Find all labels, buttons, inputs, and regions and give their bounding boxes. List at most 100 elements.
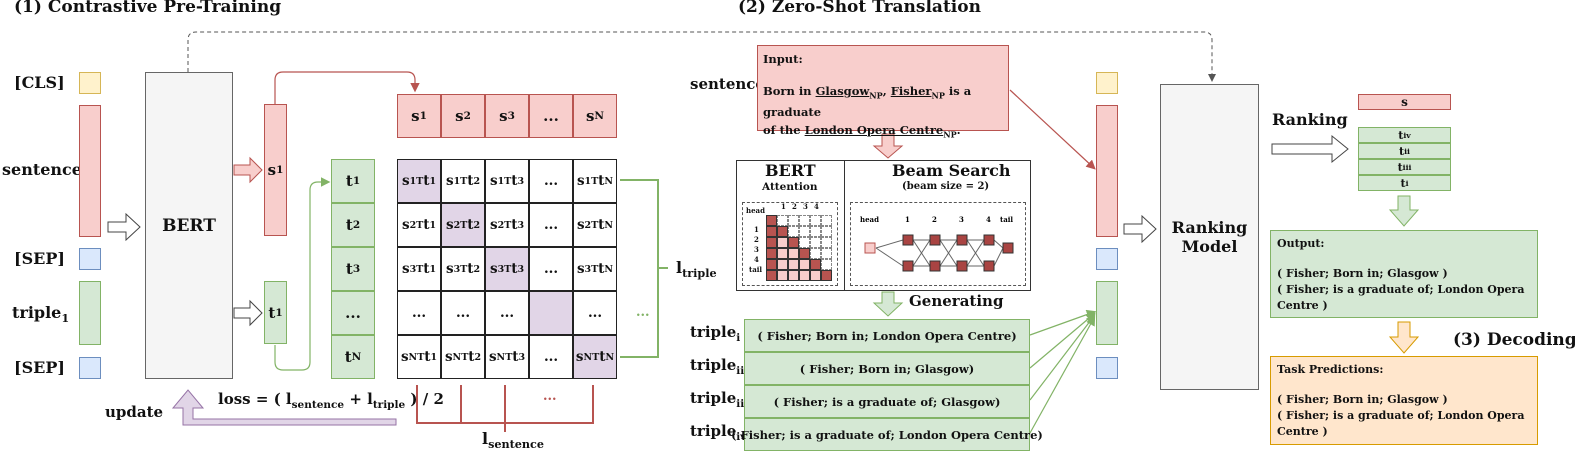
attention-col-label: 4 [814,202,819,211]
t-col-cell: ... [331,291,375,335]
attention-cell [766,270,777,281]
attention-cell [821,248,832,259]
section-title-pretraining: (1) Contrastive Pre-Training [14,0,282,17]
output-box: Output: ( Fisher; Born in; Glasgow ) ( F… [1270,230,1538,318]
rm-sentence-box [1096,105,1118,237]
beam-node [983,234,995,246]
attention-cell [777,270,788,281]
panel-divider [844,160,845,291]
rm-triple-box [1096,281,1118,345]
triple-label: tripleiv [690,422,747,443]
ranking-label: Ranking [1272,110,1348,129]
matrix-cell: ... [397,291,441,335]
beam-node [956,234,968,246]
attention-cell [788,226,799,237]
ranking-model: Ranking Model [1160,84,1259,390]
section-title-translation: (2) Zero-Shot Translation [738,0,981,17]
input-line-1: Born in GlasgowNP, FisherNP is a graduat… [763,84,972,119]
cls-token-label: [CLS] [14,73,65,92]
beam-edge [875,247,904,267]
rm-sep-box-1 [1096,248,1118,270]
attention-cell [821,237,832,248]
matrix-cell: ... [529,335,573,379]
ranking-model-line1: Ranking [1171,218,1248,237]
update-arrow [171,389,397,426]
matrix-diagonal-cell [529,291,573,335]
attention-row-label: 1 [754,225,759,234]
hollow-arrow-ranked [1271,134,1349,164]
beam-dashed-frame [850,202,1026,286]
attention-cell [788,259,799,270]
attention-head-label: head [746,206,765,215]
attention-cell [799,259,810,270]
matrix-cell: ... [485,291,529,335]
dashed-skip-arrow [187,31,1216,82]
beam-node [902,260,914,272]
attention-cell [777,237,788,248]
sentence-bracket-ellipsis: ... [543,389,557,404]
attention-cell [766,215,777,226]
s-row-cell: ... [529,94,573,138]
input-box: Input: Born in GlasgowNP, FisherNP is a … [757,45,1009,139]
beam-step-label: 2 [932,215,937,224]
output-line-2: ( Fisher; is a graduate of; London Opera… [1277,282,1525,312]
triple-label: triplei [690,323,741,344]
matrix-cell: ... [441,291,485,335]
loss-formula: loss = ( lsentence + ltriple ) / 2 [218,390,444,411]
attention-row-label: tail [749,265,763,274]
pink-arrow-s1 [233,156,263,184]
attention-dashed-frame [742,202,838,286]
attention-cell [777,226,788,237]
triple-token-label: triple1 [12,303,70,326]
beam-edge [939,239,958,267]
attention-cell [766,226,777,237]
attention-cell [810,248,821,259]
beam-edge [875,239,904,249]
input-title: Input: [763,52,803,66]
attention-cell [777,259,788,270]
l-sentence-label: lsentence [482,429,544,452]
triple-box: ( Fisher; is a graduate of; Glasgow) [744,385,1030,418]
beam-node [929,234,941,246]
matrix-cell: ... [529,159,573,203]
attention-cell [799,226,810,237]
attention-cell [788,215,799,226]
triple-box: ( Fisher; Born in; London Opera Centre) [744,319,1030,352]
attention-cell [821,270,832,281]
beam-head-node [864,242,876,254]
zs-sentence-label: sentence [690,75,765,93]
l-triple-label: ltriple [676,258,717,281]
sentence-bracket [416,385,594,432]
input-down-arrow [872,133,904,159]
sep-token-label-1: [SEP] [14,249,65,268]
ranking-s-box: s [1358,94,1451,110]
beam-edge [993,247,1004,267]
task-predictions-box: Task Predictions: ( Fisher; Born in; Gla… [1270,356,1538,445]
attention-cell [821,215,832,226]
generating-arrow [872,291,904,317]
triple-bracket-ellipsis: ... [636,305,650,320]
bert-attention-title: BERT [765,161,816,180]
sep-token-box-1 [79,248,101,270]
update-label: update [105,403,164,421]
attention-col-label: 1 [781,202,786,211]
attention-col-label: 2 [792,202,797,211]
sep-token-label-2: [SEP] [14,358,65,377]
attention-cell [821,259,832,270]
attention-cell [821,226,832,237]
